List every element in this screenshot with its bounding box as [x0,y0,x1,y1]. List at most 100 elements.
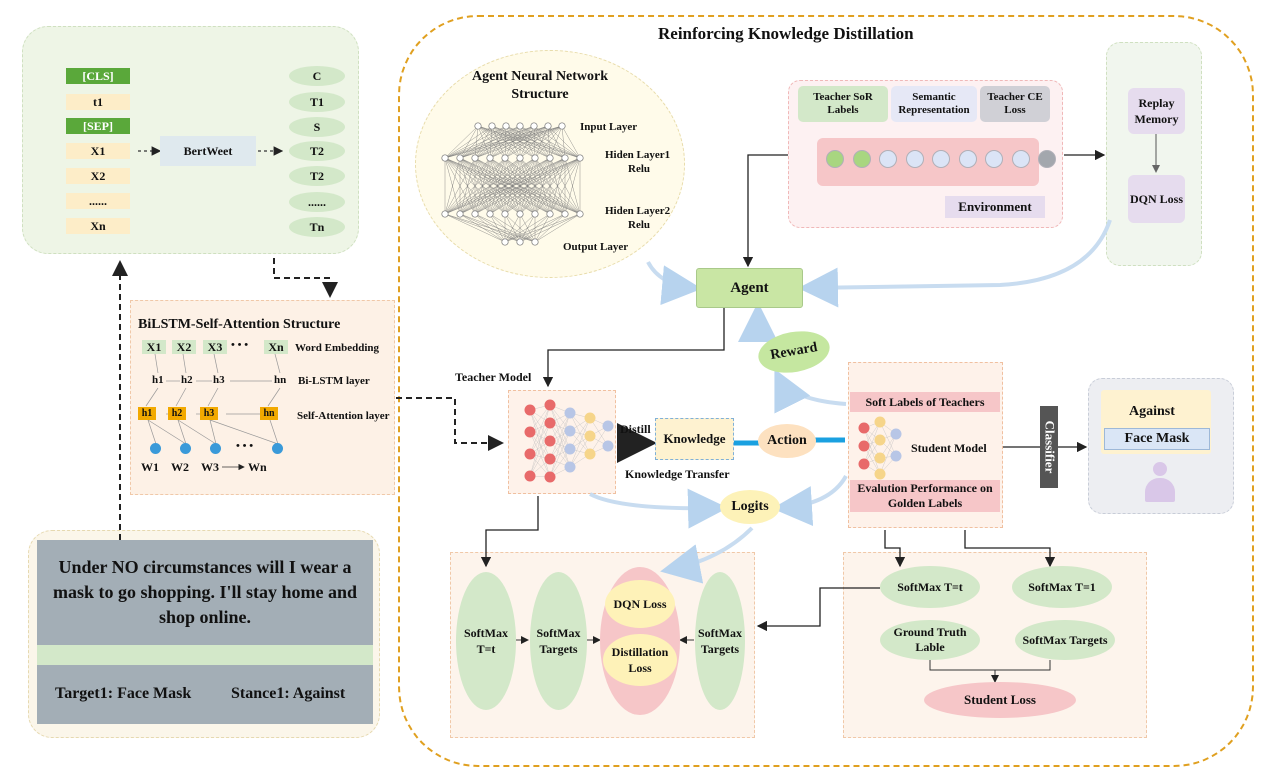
attention-node-dots: • • • [236,440,254,452]
result-target: Face Mask [1104,428,1210,450]
rkd-panel [398,15,1254,767]
hidden1-act: Relu [628,163,650,175]
attention-node-3 [210,443,221,454]
bilstm-layer-label: Bi-LSTM layer [298,375,370,387]
environment-state-bar [817,138,1039,186]
tweet-divider [37,645,373,665]
teacher-softmax-targets: SoftMax Targets [530,572,587,710]
logits-cloud: Logits [720,490,780,524]
input-layer-label: Input Layer [580,121,638,133]
w1-label: W1 [141,460,159,474]
teacher-distillation-loss: Distillation Loss [603,634,677,686]
hidden2-act: Relu [628,219,650,231]
bertweet-box: BertWeet [160,136,256,166]
bert-output-c: C [289,66,345,86]
dqn-loss-replay: DQN Loss [1128,175,1185,223]
attention-h3: h3 [200,407,218,420]
bert-input-ellipsis: ...... [66,193,130,209]
replay-memory: Replay Memory [1128,88,1185,134]
output-layer-label: Output Layer [563,241,629,253]
wn-label: Wn [248,460,267,474]
teacher-softmax-t: SoftMax T=t [456,572,516,710]
bert-output-t1: T1 [289,92,345,112]
evaluation-golden-labels: Evalution Performance on Golden Labels [850,480,1000,512]
environment-state-dot [985,150,1003,168]
bilstm-h1: h1 [152,374,164,386]
bert-input-sep: [SEP] [66,118,130,134]
bilstm-h3: h3 [213,374,225,386]
teacher-sor-labels: Teacher SoR Labels [798,86,888,122]
bert-input-xn: Xn [66,218,130,234]
result-stance: Against [1129,404,1175,419]
student-softmax-1: SoftMax T=1 [1012,566,1112,608]
agent-box: Agent [696,268,803,308]
bilstm-x2: X2 [172,340,196,354]
bert-output-s: S [289,117,345,137]
bilstm-panel [130,300,395,495]
tweet-label-box [37,665,373,724]
ground-truth-label: Ground Truth Lable [880,620,980,660]
environment-state-dot [879,150,897,168]
soft-labels-teachers: Soft Labels of Teachers [850,392,1000,412]
tweet-target: Target1: Face Mask [55,685,192,702]
bert-output-ellipsis: ...... [289,192,345,212]
action-cloud: Action [758,424,816,458]
hidden1-label: Hiden Layer1 [605,149,671,161]
bilstm-h2: h2 [181,374,193,386]
classifier-label: Classifier [1042,420,1057,474]
tweet-text: Under NO circumstances will I wear a mas… [37,540,373,645]
bilstm-xn: Xn [264,340,288,354]
attention-node-n [272,443,283,454]
attention-layer-label: Self-Attention layer [297,410,390,422]
bilstm-x1: X1 [142,340,166,354]
attention-node-1 [150,443,161,454]
environment-state-dot [826,150,844,168]
environment-label: Environment [945,196,1045,218]
environment-state-dot [958,150,977,168]
w3-label: W3 [201,460,219,474]
distill-label: Distill [620,422,651,436]
student-loss: Student Loss [924,682,1076,718]
knowledge-box: Knowledge [655,418,734,460]
bert-output-tn: Tn [289,217,345,237]
bilstm-title: BiLSTM-Self-Attention Structure [138,317,341,332]
attention-h1: h1 [138,407,156,420]
environment-state-dot [1038,150,1056,168]
w2-label: W2 [171,460,189,474]
bert-output-t2b: T2 [289,166,345,186]
tweet-stance: Stance1: Against [231,685,346,702]
teacher-dqn-loss: DQN Loss [605,580,675,628]
word-embedding-label: Word Embedding [295,342,380,354]
agent-network-diagram [441,122,584,246]
diagram-title: Reinforcing Knowledge Distillation [658,24,914,43]
teacher-ce-loss: Teacher CE Loss [980,86,1050,122]
bilstm-x-dots: • • • [231,339,249,351]
bert-input-x1: X1 [66,143,130,159]
hidden2-label: Hiden Layer2 [605,205,671,217]
environment-state-dot [905,150,924,168]
bilstm-hn: hn [274,374,287,386]
knowledge-transfer-label: Knowledge Transfer [625,467,730,481]
teacher-model-label: Teacher Model [455,370,532,384]
bert-input-t1: t1 [66,94,130,110]
attention-hn: hn [260,407,278,420]
bert-input-cls: [CLS] [66,68,130,84]
student-model-label: Student Model [911,441,987,455]
environment-state-dot [1011,150,1030,168]
agent-structure-title: Agent Neural Network Structure [471,69,609,102]
teacher-softmax-targets-2: SoftMax Targets [695,572,745,710]
attention-node-2 [180,443,191,454]
student-softmax-t: SoftMax T=t [880,566,980,608]
classifier-box: Classifier [1040,406,1058,488]
environment-state-dot [932,150,950,168]
semantic-representation: Semantic Representation [891,86,977,122]
environment-state-dot [852,150,871,168]
replay-panel [1106,42,1202,266]
bert-output-t2a: T2 [289,141,345,161]
attention-h2: h2 [168,407,186,420]
bilstm-x3: X3 [203,340,227,354]
bert-input-x2: X2 [66,168,130,184]
user-avatar-icon [1143,462,1177,502]
student-softmax-targets: SoftMax Targets [1015,620,1115,660]
